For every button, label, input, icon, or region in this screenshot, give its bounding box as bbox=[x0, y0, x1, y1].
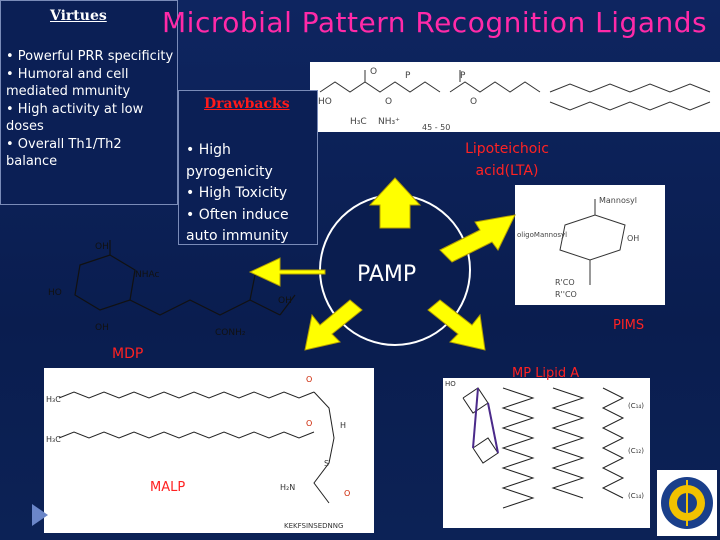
virtues-list: • Powerful PRR specificity • Humoral and… bbox=[6, 48, 174, 171]
label-mdp: MDP bbox=[112, 346, 144, 362]
svg-text:R''CO: R''CO bbox=[555, 290, 577, 299]
svg-text:(C₁₄): (C₁₄) bbox=[628, 492, 644, 500]
drawbacks-item: • High pyrogenicity bbox=[186, 142, 273, 180]
pamp-diagram bbox=[248, 177, 516, 351]
virtues-item: • Humoral and cell mediated mmunity bbox=[6, 66, 131, 100]
virtues-item: • Powerful PRR specificity bbox=[6, 49, 174, 64]
svg-text:(C₁₄): (C₁₄) bbox=[628, 402, 644, 410]
svg-text:H₃C: H₃C bbox=[46, 435, 61, 444]
arrow-left bbox=[248, 257, 326, 287]
svg-text:P: P bbox=[405, 71, 411, 81]
mdp-structure-drawing: OH HO NHAc OH CONH₂ OH bbox=[48, 240, 296, 338]
lta-chain-range: 45 - 50 bbox=[422, 123, 450, 132]
label-malp: MALP bbox=[150, 480, 186, 495]
drawbacks-item: • High Toxicity bbox=[186, 185, 288, 201]
mdp-nhac-label: NHAc bbox=[135, 270, 159, 280]
svg-text:P: P bbox=[460, 71, 466, 81]
label-mp-lipid-a: MP Lipid A bbox=[512, 366, 580, 381]
svg-text:OH: OH bbox=[627, 234, 639, 243]
label-lta: Lipoteichoic acid(LTA) bbox=[465, 141, 549, 179]
drawbacks-heading: Drawbacks bbox=[204, 96, 290, 112]
svg-text:O: O bbox=[370, 67, 377, 77]
institution-logo bbox=[657, 470, 717, 536]
svg-text:OH: OH bbox=[278, 296, 292, 306]
slide-title: Microbial Pattern Recognition Ligands bbox=[162, 6, 708, 39]
svg-text:O: O bbox=[306, 375, 312, 384]
svg-text:S: S bbox=[324, 459, 329, 468]
mp-lipid-a-structure-drawing: HO (C₁₄) (C₁₂) (C₁₄) bbox=[445, 380, 644, 509]
virtues-item: • High activity at low doses bbox=[6, 101, 144, 135]
arrow-upper-right bbox=[439, 214, 516, 263]
svg-text:HO: HO bbox=[48, 288, 62, 298]
svg-text:NH₃⁺: NH₃⁺ bbox=[378, 117, 400, 127]
pims-monosaccharide-label: Mannosyl bbox=[599, 196, 637, 205]
mdp-conh2-label: CONH₂ bbox=[215, 328, 246, 338]
svg-text:O: O bbox=[385, 97, 392, 107]
malp-structure-drawing: H₃C H₃C O O H S H₂N O KEKFSINSEDNNG bbox=[46, 375, 350, 530]
svg-text:O: O bbox=[470, 97, 477, 107]
svg-text:O: O bbox=[344, 489, 350, 498]
lta-structure-panel: HO O O P P O H₃C NH₃⁺ 45 - 50 bbox=[310, 62, 720, 132]
pims-structure-panel: Mannosyl oligoMannosyl OH R'CO R''CO bbox=[515, 185, 665, 305]
svg-text:(C₁₂): (C₁₂) bbox=[628, 447, 644, 455]
svg-text:HO: HO bbox=[445, 380, 456, 388]
pims-oligo-label: oligoMannosyl bbox=[517, 231, 567, 239]
mp-lipid-a-structure-panel: HO (C₁₄) (C₁₂) (C₁₄) bbox=[443, 378, 650, 528]
svg-text:H: H bbox=[340, 421, 346, 430]
svg-text:H₃C: H₃C bbox=[46, 395, 61, 404]
drawbacks-box bbox=[178, 90, 318, 245]
svg-text:R'CO: R'CO bbox=[555, 278, 575, 287]
arrow-up bbox=[368, 177, 422, 229]
arrow-lower-left bbox=[304, 299, 363, 351]
lta-structure-drawing: HO O O P P O H₃C NH₃⁺ 45 - 50 bbox=[318, 67, 711, 132]
arrow-lower-right bbox=[427, 299, 486, 351]
pims-structure-drawing: Mannosyl oligoMannosyl OH R'CO R''CO bbox=[517, 196, 639, 299]
svg-text:HO: HO bbox=[318, 97, 332, 107]
svg-text:H₂N: H₂N bbox=[280, 483, 295, 492]
pamp-label: PAMP bbox=[357, 262, 417, 287]
svg-text:OH: OH bbox=[95, 323, 109, 333]
drawbacks-list: • High pyrogenicity • High Toxicity • Of… bbox=[186, 140, 316, 248]
logo-emblem bbox=[661, 477, 713, 529]
svg-text:OH: OH bbox=[95, 242, 109, 252]
slide-nav-arrow-icon[interactable] bbox=[30, 502, 50, 528]
malp-structure-panel: H₃C H₃C O O H S H₂N O KEKFSINSEDNNG bbox=[44, 368, 374, 533]
virtues-heading: Virtues bbox=[50, 8, 107, 24]
label-pims: PIMS bbox=[603, 315, 655, 336]
drawbacks-item: • Often induce auto immunity bbox=[186, 206, 289, 245]
virtues-box bbox=[0, 0, 178, 205]
malp-peptide-label: KEKFSINSEDNNG bbox=[284, 522, 343, 530]
virtues-item: • Overall Th1/Th2 balance bbox=[6, 136, 122, 170]
svg-text:O: O bbox=[306, 419, 312, 428]
svg-text:H₃C: H₃C bbox=[350, 117, 367, 127]
